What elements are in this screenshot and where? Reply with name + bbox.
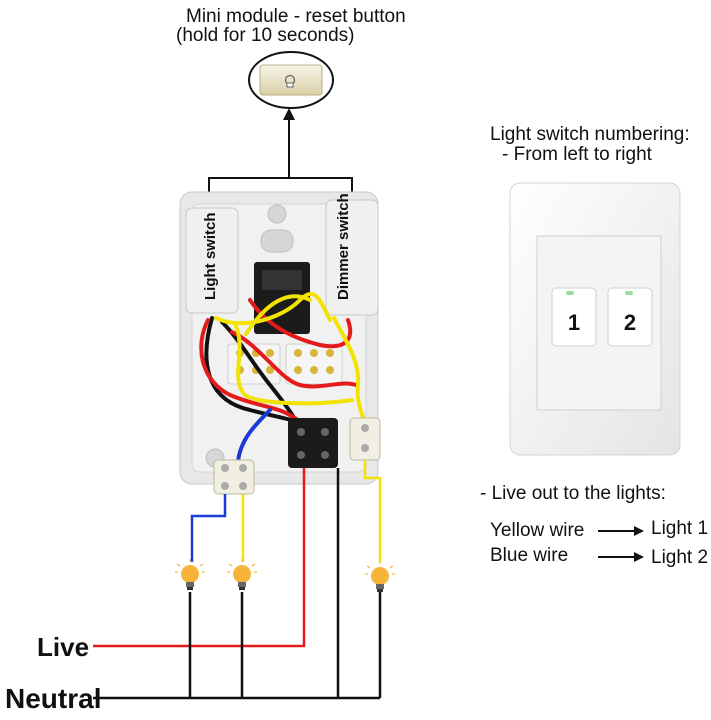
switch-key-1-label: 1 [568, 310, 580, 335]
numbering-subtitle: - From left to right [502, 144, 652, 165]
reset-module-callout [248, 51, 334, 109]
switch-plate: 1 2 [509, 182, 681, 456]
arrow-right-icon [598, 552, 644, 562]
switch-key-1: 1 [551, 287, 597, 347]
connector-strips [213, 417, 381, 495]
switch-key-2: 2 [607, 287, 653, 347]
dimmer-switch-module-label: Dimmer switch [335, 193, 352, 300]
switch-key-2-label: 2 [624, 310, 636, 335]
reset-caption-line2: (hold for 10 seconds) [176, 25, 355, 46]
numbering-title: Light switch numbering: [490, 124, 690, 145]
lightbulb-icon [227, 559, 257, 590]
external-wiring [93, 460, 382, 700]
reset-arrow [208, 108, 353, 205]
yellow-wire-label: Yellow wire [490, 520, 585, 541]
light-switch-module-label: Light switch [202, 213, 219, 301]
light1-label: Light 1 [651, 518, 709, 539]
arrow-right-icon [598, 526, 644, 536]
live-out-title: - Live out to the lights: [480, 483, 666, 504]
reset-button-icon [284, 74, 296, 88]
lightbulb-icon [365, 561, 395, 592]
neutral-label: Neutral [5, 683, 102, 714]
blue-wire-label: Blue wire [490, 545, 569, 566]
reset-caption-line1: Mini module - reset button [186, 6, 406, 27]
light2-label: Light 2 [651, 547, 709, 568]
live-label: Live [37, 632, 90, 662]
lightbulb-icon [175, 559, 205, 590]
